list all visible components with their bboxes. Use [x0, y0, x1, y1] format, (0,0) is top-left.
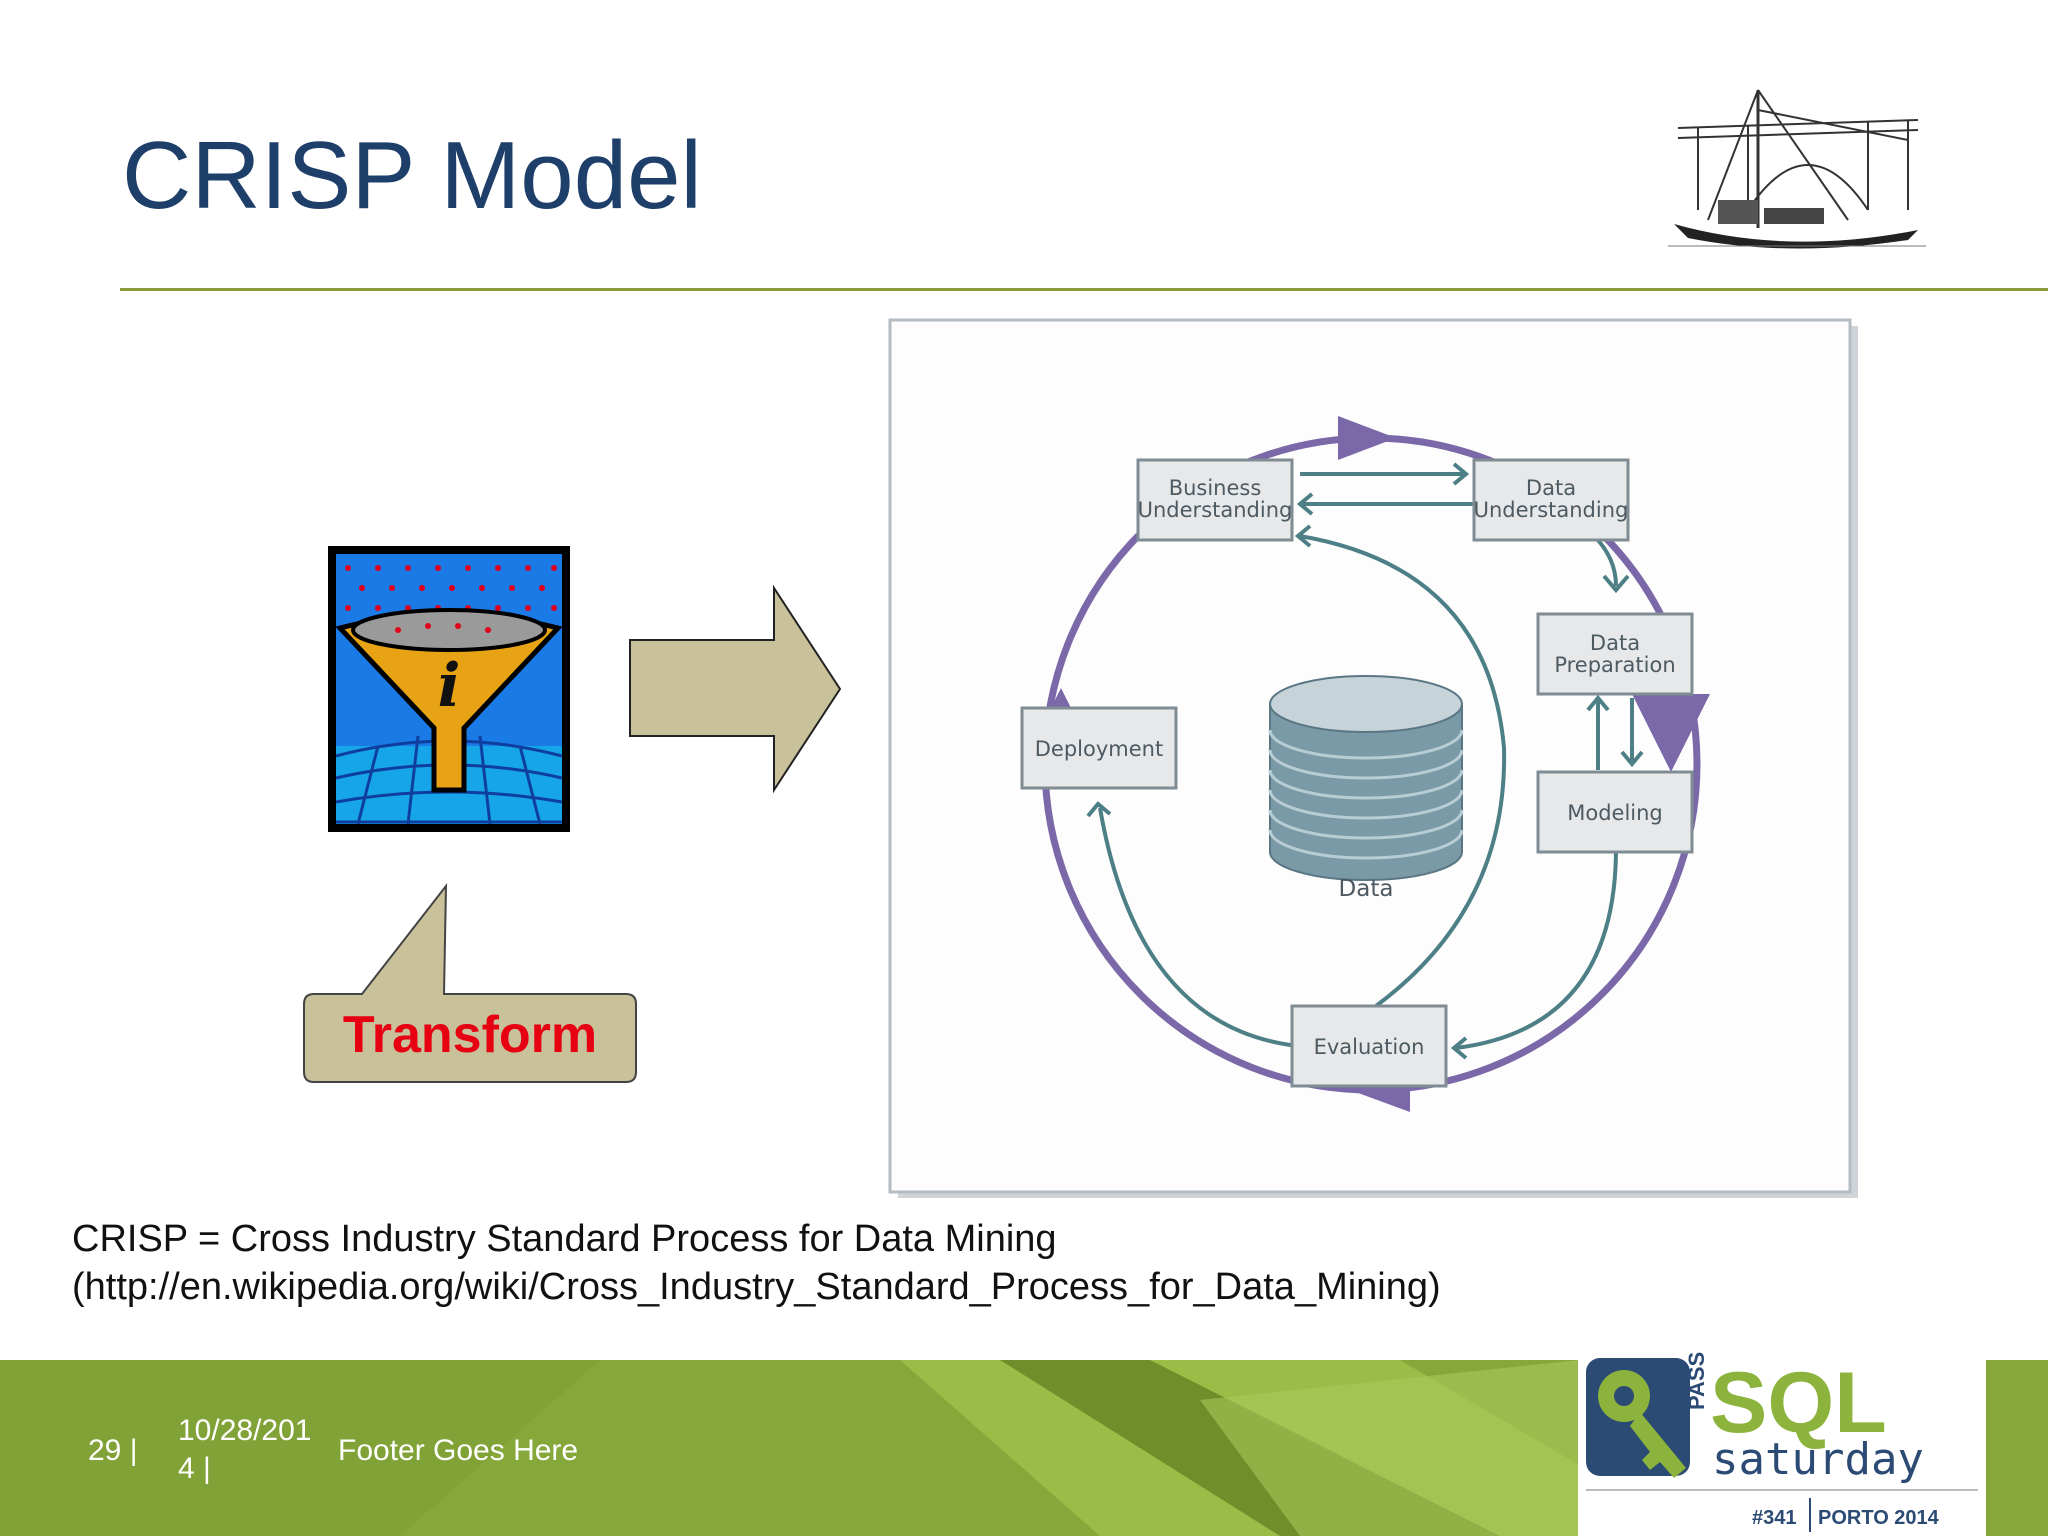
evaluation-label: Evaluation — [1314, 1035, 1425, 1059]
modeling-box — [1536, 770, 1694, 854]
deployment-box — [1020, 706, 1178, 790]
business-understanding-line-1: Business — [1169, 476, 1262, 500]
data-understanding-box — [1472, 458, 1630, 542]
database-cylinder-icon — [1268, 675, 1464, 881]
svg-text:i: i — [438, 651, 461, 721]
logo-pass-text: PASS — [1684, 1352, 1709, 1410]
data-preparation-box — [1536, 612, 1694, 696]
transform-label: Transform — [342, 1006, 598, 1064]
data-label: Data — [1339, 876, 1394, 902]
footer-date-line-2: 4 | — [178, 1452, 211, 1485]
cycle-arrow-top — [1338, 416, 1396, 460]
page-number: 29 | — [88, 1434, 138, 1467]
cycle-arrow-right — [1632, 694, 1710, 772]
sqlsaturday-logo: PASS SQL saturday #341 PORTO 2014 — [1578, 1348, 1986, 1536]
data-preparation-line-1: Data — [1590, 631, 1640, 655]
logo-event-number: #341 — [1752, 1507, 1797, 1529]
title-rule — [120, 288, 2048, 291]
caption-link[interactable]: (http://en.wikipedia.org/wiki/Cross_Indu… — [72, 1266, 1441, 1308]
footer-text: Footer Goes Here — [338, 1434, 579, 1467]
evaluation-box — [1290, 1004, 1448, 1088]
logo-saturday-text: saturday — [1712, 1434, 1924, 1485]
right-arrow-icon — [629, 584, 842, 794]
slide-title: CRISP Model — [122, 122, 702, 229]
business-understanding-box — [1136, 458, 1294, 542]
caption-definition: CRISP = Cross Industry Standard Process … — [72, 1218, 1057, 1260]
info-funnel-icon: i — [328, 546, 570, 832]
crisp-dm-diagram: Business Understanding Data Understandin… — [888, 318, 1858, 1198]
rabelo-boat-bridge-icon — [1668, 89, 1926, 249]
data-understanding-line-1: Data — [1526, 476, 1576, 500]
data-preparation-line-2: Preparation — [1554, 653, 1675, 677]
business-understanding-line-2: Understanding — [1138, 498, 1293, 522]
logo-sql-text: SQL — [1710, 1355, 1887, 1451]
transform-callout — [303, 883, 637, 1083]
key-icon — [1586, 1358, 1690, 1478]
modeling-label: Modeling — [1567, 801, 1663, 825]
data-understanding-line-2: Understanding — [1474, 498, 1629, 522]
deployment-label: Deployment — [1035, 737, 1163, 761]
footer-date-line-1: 10/28/201 — [178, 1414, 312, 1447]
logo-event-location: PORTO 2014 — [1818, 1507, 1940, 1529]
